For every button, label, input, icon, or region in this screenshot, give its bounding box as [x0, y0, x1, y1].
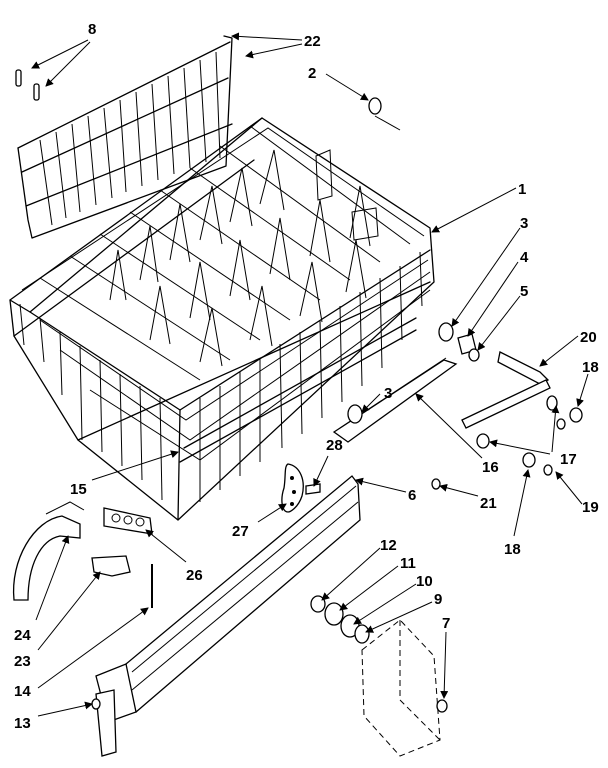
callout-22: 22 [304, 33, 321, 50]
mount-block [103, 507, 153, 535]
curved-clip [12, 501, 85, 601]
callout-13: 13 [14, 715, 31, 732]
rack-hardware [305, 97, 583, 495]
callout-labels: 8 22 2 1 3 4 5 20 18 3 17 28 15 16 6 21 … [14, 21, 599, 732]
callout-28: 28 [326, 437, 343, 454]
callout-6: 6 [408, 487, 416, 504]
callout-27: 27 [232, 523, 249, 540]
callout-2: 2 [308, 65, 316, 82]
callout-4: 4 [520, 249, 529, 266]
callout-16: 16 [482, 459, 499, 476]
small-bracket [91, 555, 131, 577]
callout-1: 1 [518, 181, 526, 198]
callout-15: 15 [70, 481, 87, 498]
callout-11: 11 [400, 555, 416, 572]
callout-23: 23 [14, 653, 31, 670]
lower-rail [95, 475, 361, 723]
callout-14: 14 [14, 683, 31, 700]
callout-20: 20 [580, 329, 597, 346]
callout-5: 5 [520, 283, 528, 300]
callout-18-upper: 18 [582, 359, 599, 376]
callout-8: 8 [88, 21, 96, 38]
callout-3-lower: 3 [384, 385, 392, 402]
gear-plate [281, 463, 304, 513]
callout-21: 21 [480, 495, 497, 512]
leader-lines [31, 32, 589, 717]
callout-24: 24 [14, 627, 31, 644]
callout-26: 26 [186, 567, 203, 584]
dish-rack-basket [9, 117, 435, 521]
callout-9: 9 [434, 591, 442, 608]
callout-3-upper: 3 [520, 215, 528, 232]
end-cap [91, 689, 117, 757]
callout-17: 17 [560, 451, 577, 468]
callout-18-lower: 18 [504, 541, 521, 558]
callout-7: 7 [442, 615, 450, 632]
tine-row-panel [17, 35, 233, 239]
housing-outline [361, 619, 448, 757]
rack-pins [15, 69, 40, 101]
callout-10: 10 [416, 573, 433, 590]
callout-12: 12 [380, 537, 397, 554]
callout-19: 19 [582, 499, 599, 516]
